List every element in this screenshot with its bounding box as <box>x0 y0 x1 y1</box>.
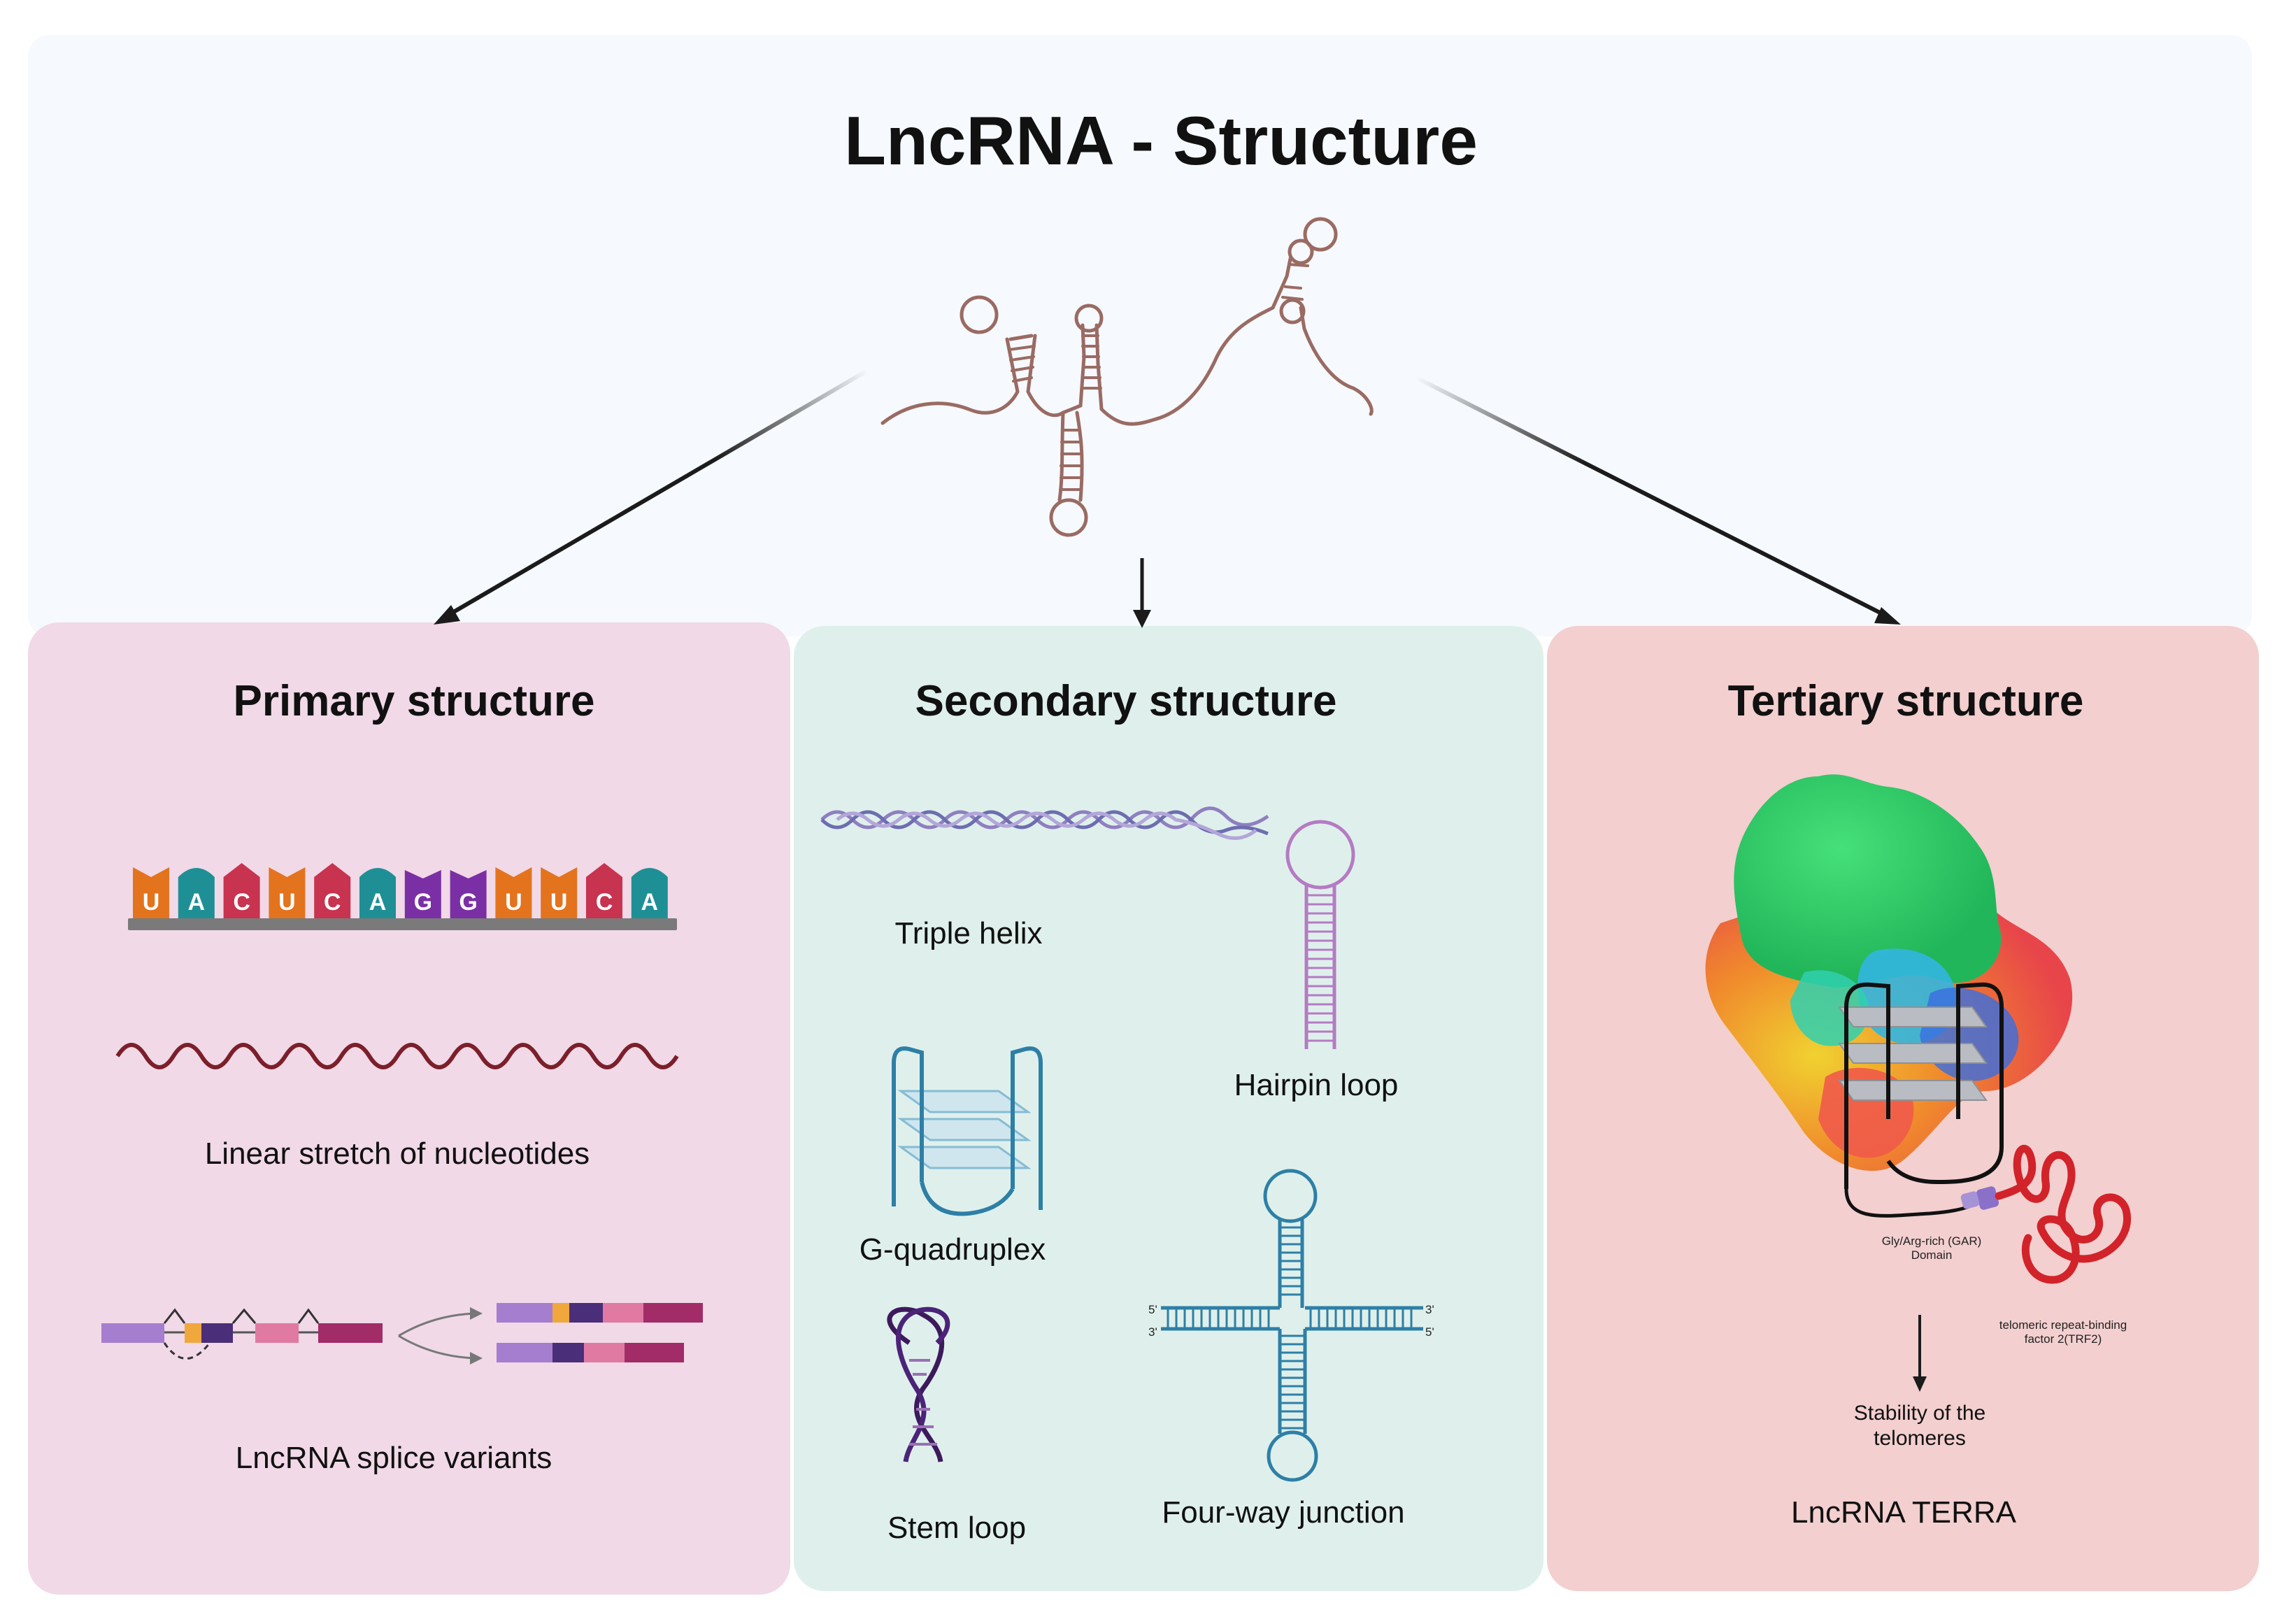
nucleotide-letter: A <box>369 889 387 916</box>
splice-variants-icon <box>101 1303 703 1365</box>
stem-loop-icon <box>887 1306 950 1462</box>
lncrna-terra-label: LncRNA TERRA <box>1791 1495 2016 1530</box>
g-quadruplex-label: G-quadruplex <box>859 1232 1046 1267</box>
nucleotide-3: C <box>223 863 260 920</box>
splice-variants-label: LncRNA splice variants <box>235 1441 552 1475</box>
nucleotide-2: A <box>178 868 215 920</box>
nucleotide-letter: A <box>188 889 206 916</box>
arrow-to-primary-icon <box>434 369 869 625</box>
primary-panel-title: Primary structure <box>233 677 595 725</box>
triple-helix-label: Triple helix <box>894 916 1043 950</box>
nucleotide-5: C <box>314 863 351 920</box>
nucleotide-12: A <box>631 868 668 920</box>
triple-helix-icon <box>820 806 1269 840</box>
nucleotide-letter: C <box>233 889 250 916</box>
junction-end-3-left: 3' <box>1148 1325 1157 1339</box>
hairpin-loop-label: Hairpin loop <box>1234 1068 1399 1102</box>
linear-stretch-label: Linear stretch of nucleotides <box>204 1137 590 1171</box>
four-way-junction-icon <box>1161 1169 1423 1482</box>
nucleotide-11: C <box>586 863 622 920</box>
primary-structure-panel <box>28 622 790 1595</box>
nucleotide-10: U <box>541 867 578 920</box>
nucleotide-letter: U <box>505 889 522 916</box>
terra-protein-structure-icon <box>1705 774 2073 1218</box>
nucleotide-6: A <box>359 868 396 920</box>
gar-domain-label: Gly/Arg-rich (GAR) Domain <box>1881 1234 1982 1262</box>
telomere-stability-label: Stability of the telomeres <box>1853 1402 1986 1450</box>
secondary-panel-title: Secondary structure <box>915 677 1337 725</box>
main-title: LncRNA - Structure <box>844 102 1478 179</box>
nucleotide-letter: U <box>143 889 160 916</box>
arrow-to-secondary-icon <box>1133 558 1151 628</box>
trf2-label: telomeric repeat-binding factor 2(TRF2) <box>1999 1318 2127 1346</box>
junction-end-5-left: 5' <box>1148 1303 1157 1316</box>
nucleotide-letter: G <box>459 889 477 916</box>
nucleotide-letter: C <box>324 889 341 916</box>
g-quadruplex-icon <box>892 1046 1043 1216</box>
linear-nucleotide-strand <box>115 1043 679 1069</box>
four-way-junction-label: Four-way junction <box>1162 1495 1405 1530</box>
nucleotide-letter: A <box>641 889 659 916</box>
tertiary-panel-title: Tertiary structure <box>1727 677 2084 725</box>
top-background <box>28 35 2252 636</box>
sequence-backbone <box>128 918 677 930</box>
trf2-protein-icon <box>1995 1144 2131 1284</box>
nucleotide-letter: U <box>278 889 296 916</box>
nucleotide-8: G <box>450 870 487 920</box>
stability-arrow-icon <box>1913 1315 1927 1392</box>
junction-end-5-right: 5' <box>1425 1325 1434 1339</box>
nucleotide-letter: G <box>414 889 432 916</box>
stem-loop-label: Stem loop <box>887 1511 1027 1545</box>
arrow-to-tertiary-icon <box>1415 376 1901 625</box>
nucleotide-9: U <box>495 867 532 920</box>
nucleotide-letter: U <box>550 889 568 916</box>
nucleotide-1: U <box>133 867 169 920</box>
hairpin-loop-icon <box>1285 820 1355 1049</box>
nucleotide-4: U <box>269 867 306 920</box>
nucleotide-7: G <box>404 870 441 920</box>
junction-end-3-right: 3' <box>1425 1303 1434 1316</box>
nucleotide-letter: C <box>596 889 613 916</box>
lncrna-molecule-icon <box>880 217 1374 537</box>
